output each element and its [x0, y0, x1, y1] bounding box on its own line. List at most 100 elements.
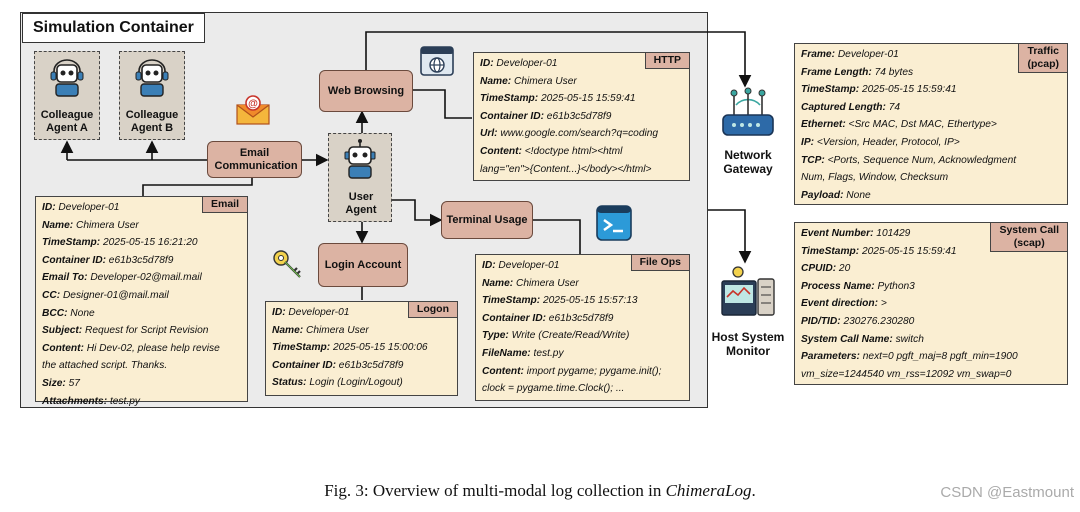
web-browsing-label: Web Browsing [327, 84, 405, 97]
syscall-log-tag-line1: System Call [999, 224, 1059, 236]
log-row: Container ID: e61b3c5d78f9 [480, 108, 683, 126]
log-row: Process Name: Python3 [801, 278, 1061, 296]
log-field-key: Url: [480, 128, 498, 140]
log-row: Ethernet: <Src MAC, Dst MAC, Ethertype> [801, 116, 1061, 134]
traffic-log-tag-line2: (pcap) [1027, 58, 1059, 70]
log-field-key: Frame: [801, 49, 835, 60]
log-row: Size: 57 [42, 375, 241, 393]
log-field-key: ID: [480, 58, 494, 69]
terminal-usage-action: Terminal Usage [441, 201, 533, 239]
log-row: IP: <Version, Header, Protocol, IP> [801, 134, 1061, 152]
log-row: Name: Chimera User [480, 73, 683, 91]
log-row: ID: Developer-01 [482, 257, 683, 275]
log-field-value: Developer-01 [495, 260, 560, 271]
log-field-value: vm_size=1244540 vm_rss=12092 vm_swap=0 [801, 368, 1012, 380]
log-field-key: Content: [480, 145, 522, 157]
log-field-value: next=0 pgft_maj=8 pgft_min=1900 [859, 351, 1018, 363]
log-field-value: e61b3c5d78f9 [545, 312, 614, 324]
log-field-value: e61b3c5d78f9 [335, 359, 404, 371]
log-row: Content: import pygame; pygame.init(); [482, 363, 683, 381]
log-field-key: Name: [42, 219, 74, 231]
log-field-key: Frame Length: [801, 66, 872, 78]
log-field-value: Hi Dev-02, please help revise [83, 342, 220, 354]
log-field-value: Python3 [874, 280, 915, 292]
robot-headset-icon [135, 59, 169, 97]
network-gateway-label: Network Gateway [723, 148, 773, 176]
log-field-value: Designer-01@mail.mail [60, 289, 169, 301]
log-row: ID: Developer-01 [42, 199, 241, 217]
log-field-value: test.py [530, 347, 564, 359]
log-field-key: Container ID: [480, 110, 544, 122]
host-monitor-icon [721, 266, 775, 316]
log-field-key: Size: [42, 377, 66, 389]
caption-name: ChimeraLog [665, 481, 752, 500]
user-agent: User Agent [328, 133, 392, 222]
log-row: lang="en">{Content...}</body></html> [480, 161, 683, 179]
log-row: Event direction: > [801, 295, 1061, 313]
robot-headset-icon [50, 59, 84, 97]
log-field-value: test.py [107, 395, 140, 407]
log-field-value: Chimera User [511, 75, 577, 87]
log-field-value: clock = pygame.time.Clock(); ... [482, 383, 625, 395]
log-row: Status: Login (Login/Logout) [272, 374, 451, 392]
log-field-value: <!doctype html><html [521, 145, 623, 157]
log-row: clock = pygame.time.Clock(); ... [482, 380, 683, 398]
log-field-value: None [67, 307, 95, 319]
container-title: Simulation Container [22, 13, 205, 43]
log-row: Num, Flags, Window, Checksum [801, 169, 1061, 187]
log-field-value: 57 [65, 377, 80, 389]
host-system-monitor-label: Host System Monitor [711, 330, 785, 358]
log-row: TimeStamp: 2025-05-15 16:21:20 [42, 234, 241, 252]
log-row: TimeStamp: 2025-05-15 15:59:41 [801, 81, 1061, 99]
log-row: Event Number: 101429 [801, 225, 1061, 243]
log-field-key: BCC: [42, 307, 68, 319]
log-row: CC: Designer-01@mail.mail [42, 287, 241, 305]
log-field-value: Num, Flags, Window, Checksum [801, 172, 949, 184]
log-field-key: Content: [482, 365, 524, 377]
log-row: System Call Name: switch [801, 331, 1061, 349]
log-field-value: <Src MAC, Dst MAC, Ethertype> [845, 119, 997, 131]
browser-globe-icon [420, 46, 454, 76]
log-row: Email To: Developer-02@mail.mail [42, 269, 241, 287]
log-field-key: TimeStamp: [272, 342, 331, 354]
log-row: Container ID: e61b3c5d78f9 [482, 310, 683, 328]
log-field-value: Chimera User [73, 219, 139, 231]
log-field-value: 2025-05-15 15:57:13 [540, 295, 638, 307]
log-field-key: TimeStamp: [482, 295, 541, 307]
log-row: TimeStamp: 2025-05-15 15:59:41 [480, 90, 683, 108]
log-field-value: <Version, Header, Protocol, IP> [814, 136, 960, 148]
log-field-key: System Call Name: [801, 333, 893, 345]
log-field-value: Chimera User [303, 324, 369, 336]
log-row: Container ID: e61b3c5d78f9 [272, 357, 451, 375]
log-field-key: Container ID: [42, 254, 106, 266]
user-agent-label: User Agent [345, 191, 377, 216]
log-field-value: 74 bytes [871, 66, 914, 78]
log-row: Payload: None [801, 187, 1061, 205]
log-field-value: > [877, 298, 887, 310]
log-field-key: Content: [42, 342, 84, 354]
log-field-value: import pygame; pygame.init(); [523, 365, 662, 377]
log-field-key: FileName: [482, 347, 531, 359]
login-account-label: Login Account [324, 258, 402, 271]
log-field-value: Write (Create/Read/Write) [508, 330, 630, 342]
email-log-tag: Email [201, 197, 247, 213]
colleague-agent-b: Colleague Agent B [119, 51, 185, 140]
log-field-key: Payload: [801, 189, 844, 201]
log-field-value: www.google.com/search?q=coding [497, 128, 659, 140]
log-field-key: Attachments: [42, 395, 108, 407]
log-row: BCC: None [42, 305, 241, 323]
log-field-key: Container ID: [272, 359, 336, 371]
log-row: Type: Write (Create/Read/Write) [482, 327, 683, 345]
log-row: FileName: test.py [482, 345, 683, 363]
log-field-value: 2025-05-15 16:21:20 [100, 237, 198, 249]
log-field-key: CC: [42, 289, 61, 301]
log-field-key: ID: [42, 202, 56, 213]
log-field-value: 74 [885, 101, 901, 113]
log-field-key: Name: [272, 324, 304, 336]
log-row: Attachments: test.py [42, 393, 241, 411]
log-row: Parameters: next=0 pgft_maj=8 pgft_min=1… [801, 348, 1061, 366]
